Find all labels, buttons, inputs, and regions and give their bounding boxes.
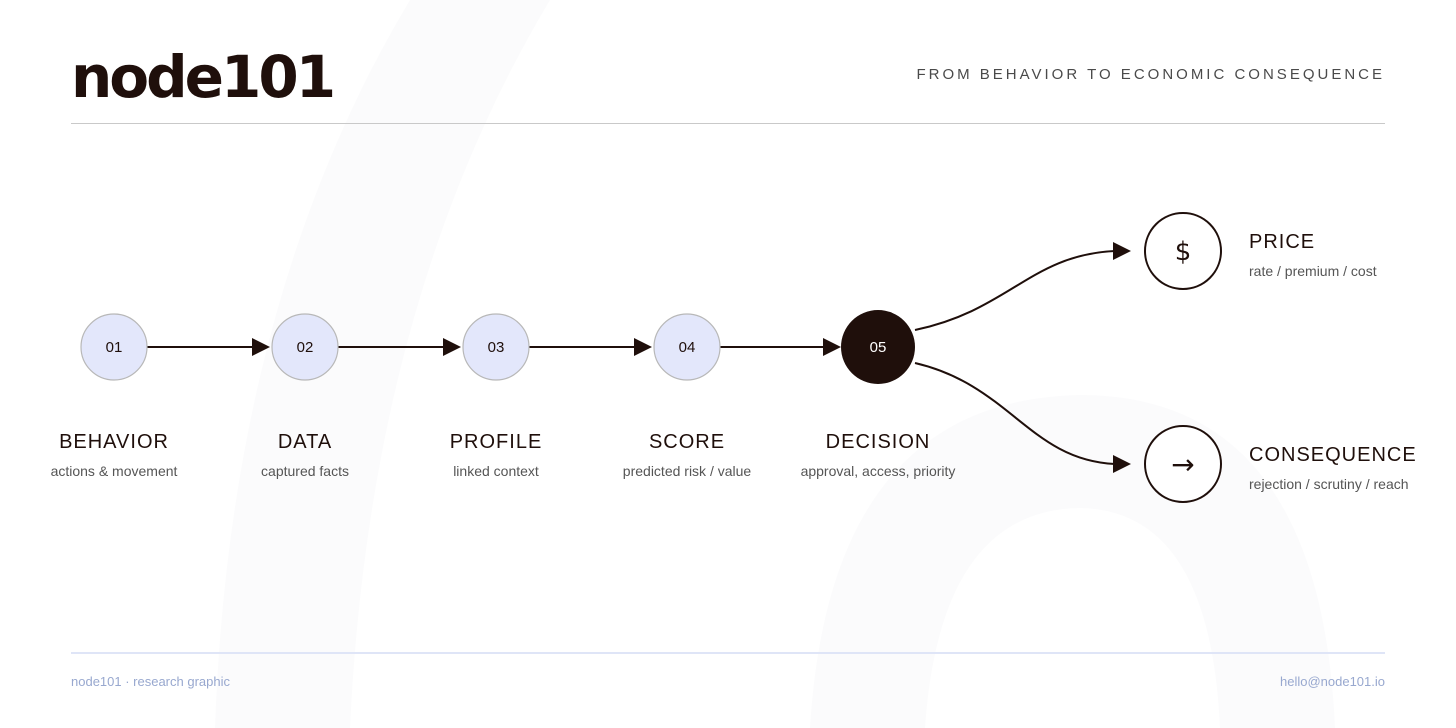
- outcome-subtitle: rejection / scrutiny / reach: [1249, 476, 1409, 492]
- node-number: 02: [297, 339, 314, 356]
- node-label-data: DATA captured facts: [195, 430, 415, 480]
- arrow-right-icon: →: [1171, 448, 1194, 481]
- node-number: 05: [870, 339, 887, 356]
- page-tagline: FROM BEHAVIOR TO ECONOMIC CONSEQUENCE: [916, 66, 1385, 83]
- node-title: PROFILE: [449, 431, 543, 453]
- outcome-title: PRICE: [1249, 231, 1316, 253]
- connector-05-price: [914, 242, 1131, 331]
- node-title: SCORE: [648, 431, 726, 453]
- connector-03-04: [529, 338, 652, 356]
- footer-email: hello@node101.io: [1279, 674, 1385, 689]
- connector-05-consequence: [914, 362, 1131, 473]
- node-number: 04: [679, 339, 696, 356]
- node-title: DECISION: [825, 431, 931, 453]
- node-subtitle: linked context: [453, 463, 539, 479]
- node-01: 01: [80, 313, 148, 381]
- node-title: DATA: [277, 431, 333, 453]
- connector-01-02: [147, 338, 270, 356]
- dollar-icon: $: [1175, 237, 1192, 267]
- node-label-profile: PROFILE linked context: [386, 430, 606, 480]
- node-label-score: SCORE predicted risk / value: [577, 430, 797, 480]
- node-05: 05: [841, 310, 915, 384]
- outcome-label-price: PRICE rate / premium / cost: [1249, 230, 1449, 280]
- node-subtitle: approval, access, priority: [800, 463, 956, 479]
- node-number: 01: [106, 339, 123, 356]
- header-divider: [71, 123, 1385, 124]
- outcome-title: CONSEQUENCE: [1249, 444, 1417, 466]
- footer-credit: node101 · research graphic: [71, 674, 230, 689]
- connector-02-03: [338, 338, 461, 356]
- node-subtitle: predicted risk / value: [622, 463, 752, 479]
- node-label-decision: DECISION approval, access, priority: [768, 430, 988, 480]
- outcome-consequence: →: [1144, 425, 1222, 503]
- node-04: 04: [653, 313, 721, 381]
- outcome-price: $: [1144, 212, 1222, 290]
- node-title: BEHAVIOR: [59, 431, 169, 453]
- node-subtitle: actions & movement: [50, 463, 178, 479]
- logo: node101: [71, 43, 336, 111]
- node-label-behavior: BEHAVIOR actions & movement: [4, 430, 224, 480]
- node-03: 03: [462, 313, 530, 381]
- header: node101 FROM BEHAVIOR TO ECONOMIC CONSEQ…: [71, 40, 1385, 124]
- node-02: 02: [271, 313, 339, 381]
- outcome-subtitle: rate / premium / cost: [1249, 263, 1377, 279]
- outcome-label-consequence: CONSEQUENCE rejection / scrutiny / reach: [1249, 443, 1449, 493]
- node-subtitle: captured facts: [261, 463, 349, 479]
- node-number: 03: [488, 339, 505, 356]
- connector-04-05: [720, 338, 841, 356]
- footer-divider: [71, 652, 1385, 654]
